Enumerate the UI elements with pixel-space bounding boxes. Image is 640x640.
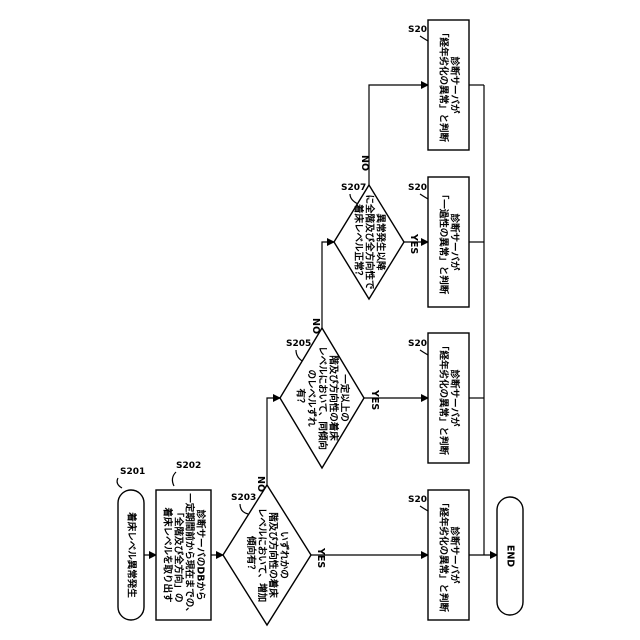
s209-text-line: 「経年劣化の異常」と判断	[438, 28, 450, 143]
step-s205: 一定以上の階及び方向性の着床レベルにおいて、同傾向のレベルずれ有？	[280, 328, 364, 468]
s201-text: 着床レベル異常発生	[126, 511, 138, 598]
s207-text-line: 異常発生以降	[375, 213, 387, 271]
label-s207-no: NO	[359, 155, 370, 171]
tag-s203: S203	[231, 493, 256, 503]
s202-text-line: 着床レベルを取り出す	[162, 506, 174, 603]
s207-text-line: 着床レベル正常？	[353, 203, 365, 280]
s205-text-line: レベルにおいて、同傾向	[317, 346, 329, 450]
s203-text-line: レベルにおいて、増加	[256, 508, 268, 602]
tag-s201: S201	[120, 467, 145, 477]
step-s202: 診断サーバのDBから一定期間前から現在までの、「全階及び全方向」の着床レベルを取…	[156, 490, 211, 620]
step-s208: 診断サーバが「一過性の異常」と判断	[428, 177, 469, 307]
s206-text-line: 「経年劣化の異常」と判断	[438, 341, 450, 456]
label-s203-yes: YES	[315, 547, 326, 568]
s204-text-line: 「経年劣化の異常」と判断	[438, 498, 450, 613]
s202-text-line: 「全階及び全方向」の	[173, 507, 185, 602]
s203-text-line: 傾向有？	[245, 535, 257, 574]
s205-text-line: 階及び方向性の着床	[328, 355, 340, 441]
s202-text-line: 診断サーバのDBから	[195, 509, 207, 600]
arrow-s203-no	[267, 398, 280, 485]
step-s204: 診断サーバが「経年劣化の異常」と判断	[428, 490, 469, 620]
step-s207: 異常発生以降に全階及び全方向性で着床レベル正常？	[334, 185, 404, 299]
s208-text-line: 診断サーバが	[449, 214, 461, 271]
s201-text-line: 着床レベル異常発生	[126, 511, 138, 598]
step-end: END	[497, 497, 523, 615]
label-s205-yes: YES	[369, 389, 380, 410]
arrow-s207-no	[369, 85, 428, 185]
s205-text-line: のレベルずれ	[306, 369, 318, 427]
tag-s207: S207	[341, 183, 366, 193]
step-s203: いずれかの階及び方向性の着床レベルにおいて、増加傾向有？	[223, 485, 311, 625]
step-s206: 診断サーバが「経年劣化の異常」と判断	[428, 333, 469, 463]
s208-text-line: 「一過性の異常」と判断	[438, 190, 450, 295]
s209-text-line: 診断サーバが	[449, 57, 461, 114]
s202-text: 診断サーバのDBから一定期間前から現在までの、「全階及び全方向」の着床レベルを取…	[162, 493, 207, 617]
s202-text-line: 一定期間前から現在までの、	[184, 493, 196, 617]
arrow-s205-no	[322, 242, 334, 328]
s203-text-line: 階及び方向性の着床	[267, 512, 279, 598]
end-text: END	[505, 545, 516, 567]
s207-text-line: に全階及び全方向性で	[364, 194, 376, 290]
step-s201: 着床レベル異常発生	[118, 490, 144, 620]
tag-s202: S202	[176, 461, 201, 471]
s205-text-line: 一定以上の	[339, 374, 351, 422]
step-s209: 診断サーバが「経年劣化の異常」と判断	[428, 20, 469, 150]
s205-text-line: 有？	[295, 388, 307, 407]
s203-text-line: いずれかの	[278, 531, 290, 579]
s206-text-line: 診断サーバが	[449, 370, 461, 427]
end-text-line: END	[505, 545, 516, 567]
label-s207-yes: YES	[408, 233, 419, 254]
tag-s205: S205	[286, 339, 311, 349]
s204-text-line: 診断サーバが	[449, 527, 461, 584]
